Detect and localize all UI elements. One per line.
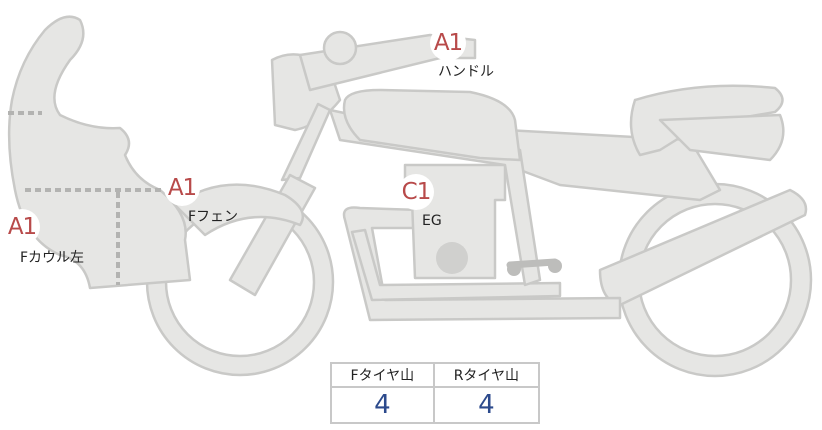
handlebar-mirror [322,30,358,66]
front-cowl-left-grade-badge: A1 [4,209,40,245]
front-tire-value: 4 [330,386,435,424]
exhaust-pipe [342,206,622,322]
swingarm [598,188,808,307]
rear-tire-value: 4 [432,386,541,424]
exhaust-pipe-inner [350,228,562,302]
handle-grade-badge: A1 [430,25,466,61]
handle-label: ハンドル [438,64,494,80]
tail-section [658,113,785,162]
rear-tire-header: Rタイヤ山 [432,362,541,388]
front-cowl [7,15,192,290]
engine-cover [436,242,468,274]
front-tire-header: Fタイヤ山 [330,362,435,388]
front-fender-grade-badge: A1 [164,170,200,206]
front-fender-label: Fフェン [188,209,239,225]
tire-tread-table: Fタイヤ山 Rタイヤ山 4 4 [330,362,541,424]
front-fender [173,183,305,237]
front-cowl-left-label: Fカウル左 [20,250,85,266]
fuel-tank [342,88,522,162]
engine-grade-badge: C1 [398,174,434,210]
engine-label: EG [422,213,442,229]
